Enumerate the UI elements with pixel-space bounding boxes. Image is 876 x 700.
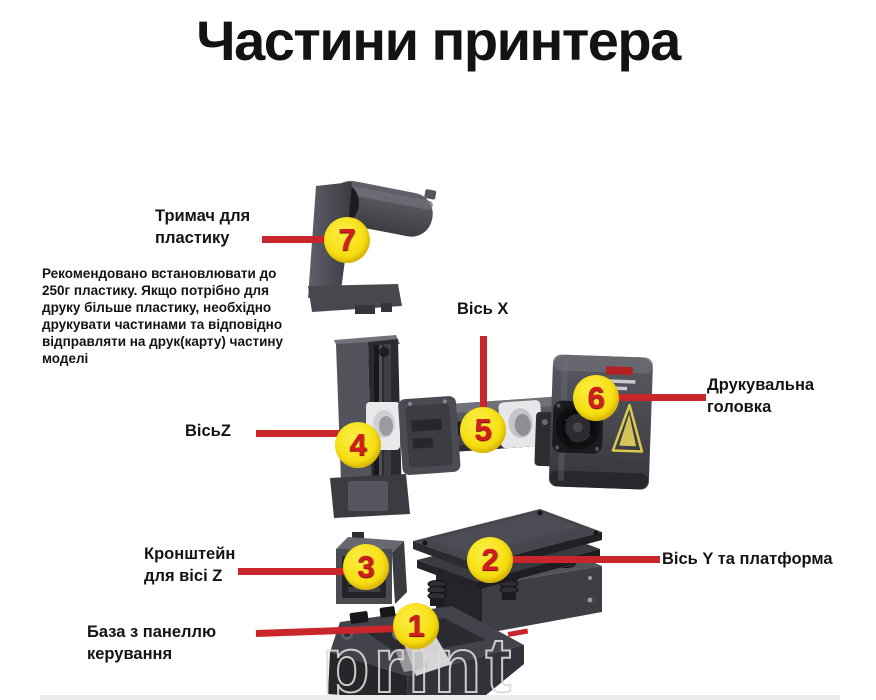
callout-badge-2: 2 [467,537,513,583]
callout-badge-7: 7 [324,217,370,263]
callout-label-2: Вісь Y та платформа [662,550,833,568]
callout-label-3: Кронштейн для вісі Z [144,545,236,585]
callout-label-7: Тримач для пластику [155,207,251,247]
callout-label-6: Друкувальна головка [707,376,815,416]
callout-badge-1: 1 [393,603,439,649]
z-axis-graphic [330,335,410,518]
callout-line-6 [618,394,706,401]
callout-badge-3: 3 [343,544,389,590]
callout-label-4: ВісьZ [185,422,231,440]
callout-line-1 [255,625,399,637]
callout-badge-4: 4 [335,422,381,468]
callout-line-2 [512,556,660,563]
page-title: Частини принтера [196,9,681,72]
callout-label-5: Вісь X [457,300,509,318]
photo-edge [40,695,840,700]
red-mark [507,628,529,637]
callout-label-1: База з панеллю керування [87,623,217,663]
callout-lines [238,236,706,637]
callout-line-7 [262,236,332,243]
filament-note: Рекомендовано встановлювати до 250г плас… [42,266,284,366]
callout-line-3 [238,568,344,575]
callout-badge-6: 6 [573,375,619,421]
callout-badge-5: 5 [460,407,506,453]
callout-line-4 [256,430,342,437]
callout-line-5 [480,336,487,414]
